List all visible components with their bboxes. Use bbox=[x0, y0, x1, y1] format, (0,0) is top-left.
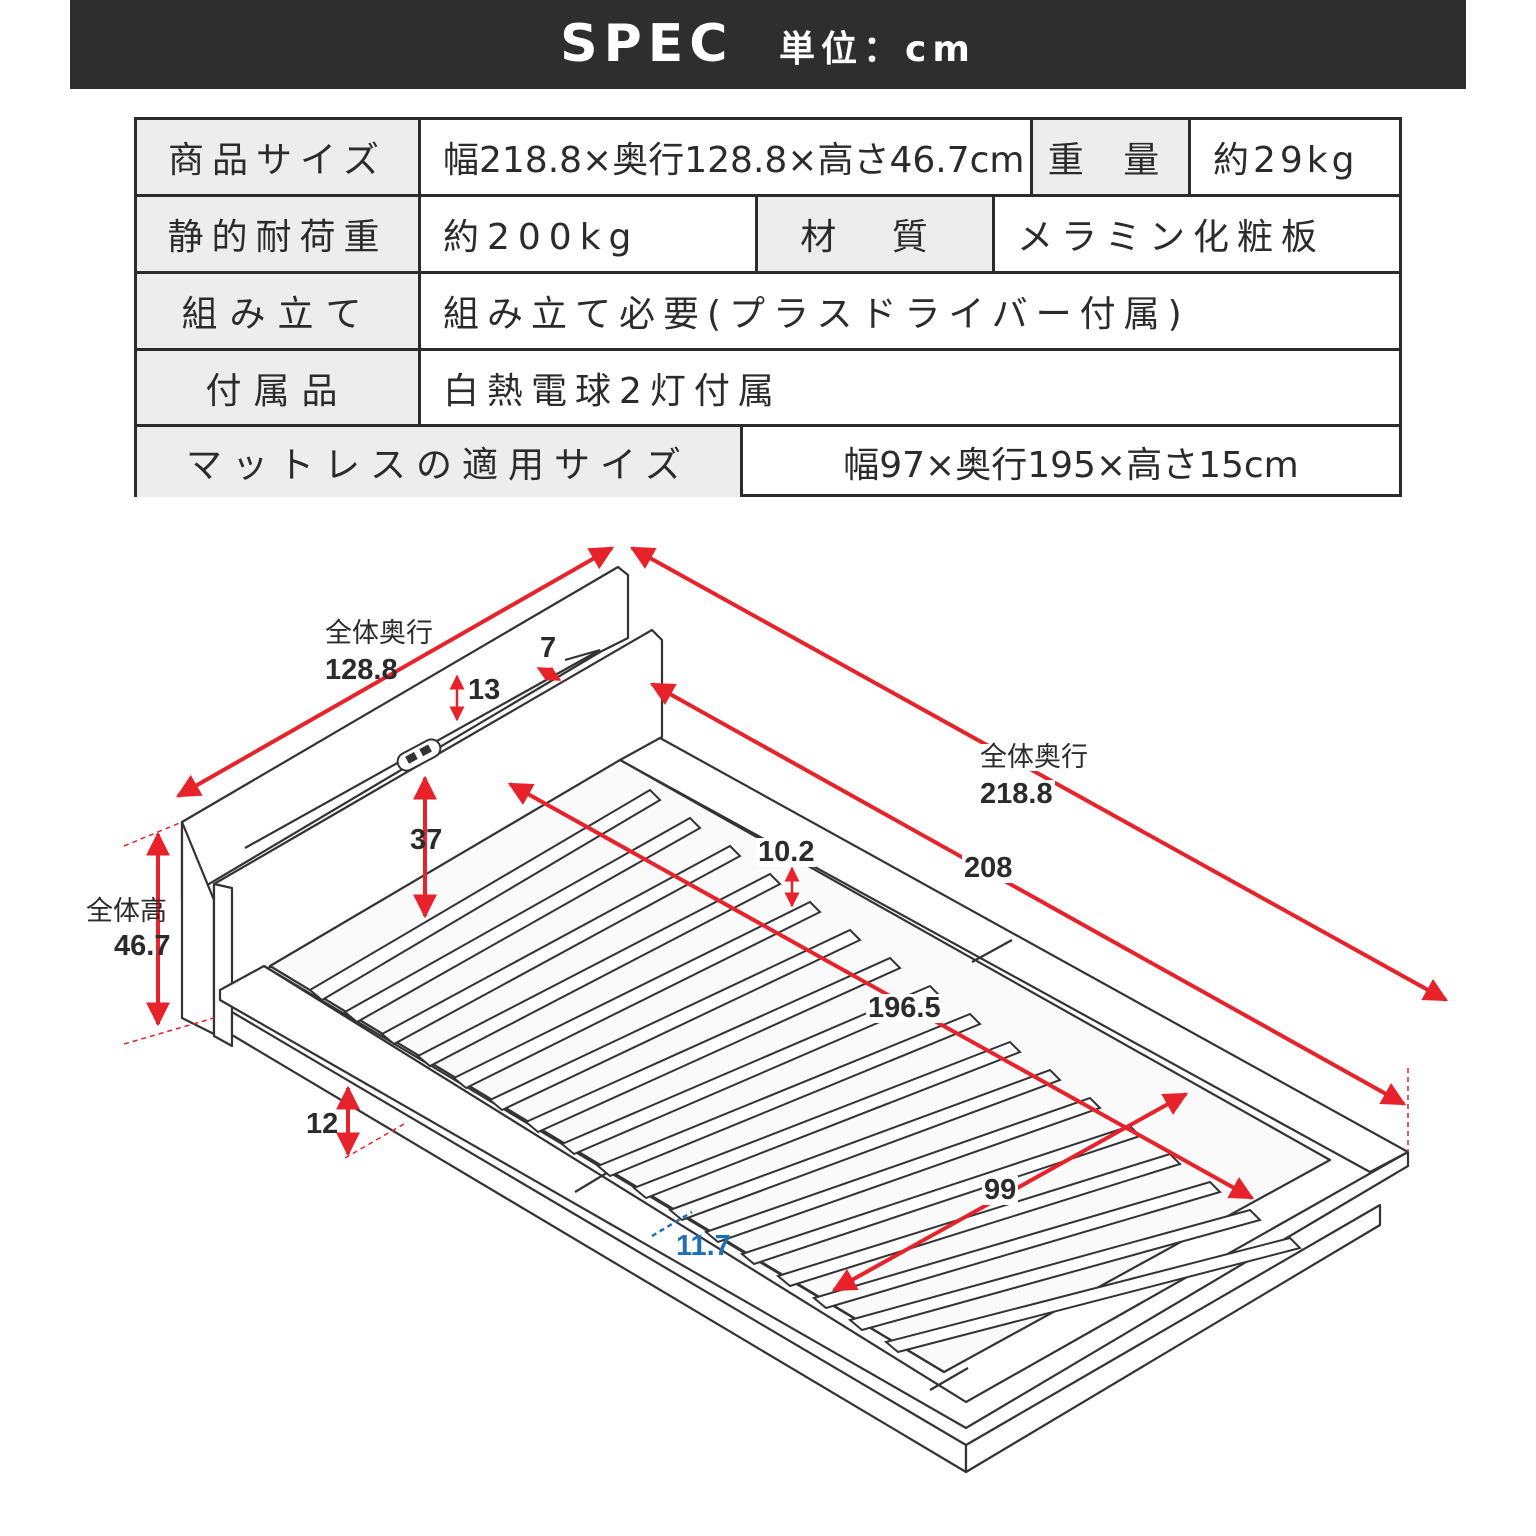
frame-top bbox=[218, 964, 1410, 1430]
height-label: 全体高 bbox=[86, 896, 167, 927]
table-row: 商品サイズ 幅218.8×奥行128.8×高さ46.7cm 重 量 約29kg bbox=[137, 120, 1399, 194]
header-title: SPEC 単位：cm bbox=[70, 14, 1466, 74]
value-product-size: 幅218.8×奥行128.8×高さ46.7cm bbox=[418, 120, 1030, 194]
shelf-height-value: 13 bbox=[468, 674, 501, 706]
value-load-capacity: 約200kg bbox=[418, 197, 755, 271]
label-accessories: 付属品 bbox=[137, 351, 418, 424]
frame-width-marker bbox=[651, 1210, 693, 1238]
length-value: 218.8 bbox=[978, 778, 1055, 810]
unit-label: 単位：cm bbox=[778, 29, 976, 70]
spec-table: 商品サイズ 幅218.8×奥行128.8×高さ46.7cm 重 量 約29kg … bbox=[134, 117, 1402, 497]
inner-width-value: 99 bbox=[982, 1174, 1019, 1206]
label-product-size: 商品サイズ bbox=[137, 120, 418, 194]
depth-label: 全体奥行 bbox=[325, 618, 433, 649]
value-weight: 約29kg bbox=[1188, 120, 1399, 194]
side-height-value: 10.2 bbox=[756, 836, 817, 868]
value-accessories: 白熱電球2灯付属 bbox=[418, 351, 1399, 424]
table-row: マットレスの適用サイズ 幅97×奥行195×高さ15cm bbox=[137, 424, 1399, 497]
label-material: 材 質 bbox=[755, 197, 992, 271]
table-row: 静的耐荷重 約200kg 材 質 メラミン化粧板 bbox=[137, 194, 1399, 271]
slat-length-value: 196.5 bbox=[866, 992, 943, 1024]
headboard-height-value: 37 bbox=[410, 824, 443, 856]
arrow-depth-128 bbox=[175, 546, 615, 798]
table-row: 付属品 白熱電球2灯付属 bbox=[137, 348, 1399, 424]
headboard-front-side bbox=[212, 882, 234, 1048]
label-mattress-size: マットレスの適用サイズ bbox=[137, 427, 740, 497]
label-load-capacity: 静的耐荷重 bbox=[137, 197, 418, 271]
base-height-value: 12 bbox=[306, 1108, 339, 1140]
label-weight: 重 量 bbox=[1030, 120, 1188, 194]
value-material: メラミン化粧板 bbox=[992, 197, 1399, 271]
base-plinth-right bbox=[964, 1203, 1382, 1474]
arrow-shelf-7 bbox=[536, 666, 562, 682]
spec-title: SPEC bbox=[560, 14, 734, 74]
shelf-depth-value: 7 bbox=[540, 632, 557, 664]
small-dimension-arrows bbox=[449, 666, 800, 908]
value-assembly: 組み立て必要(プラスドライバー付属) bbox=[418, 274, 1399, 348]
length-label: 全体奥行 bbox=[978, 742, 1090, 773]
label-assembly: 組み立て bbox=[137, 274, 418, 348]
depth-value: 128.8 bbox=[325, 654, 398, 686]
table-row: 組み立て 組み立て必要(プラスドライバー付属) bbox=[137, 271, 1399, 348]
value-mattress-size: 幅97×奥行195×高さ15cm bbox=[740, 427, 1399, 497]
height-value: 46.7 bbox=[114, 930, 171, 962]
bed-frame bbox=[180, 565, 1410, 1474]
inner-length-value: 208 bbox=[962, 852, 1015, 884]
header-bar: SPEC 単位：cm bbox=[70, 0, 1466, 89]
frame-width-value: 11.7 bbox=[676, 1230, 731, 1262]
